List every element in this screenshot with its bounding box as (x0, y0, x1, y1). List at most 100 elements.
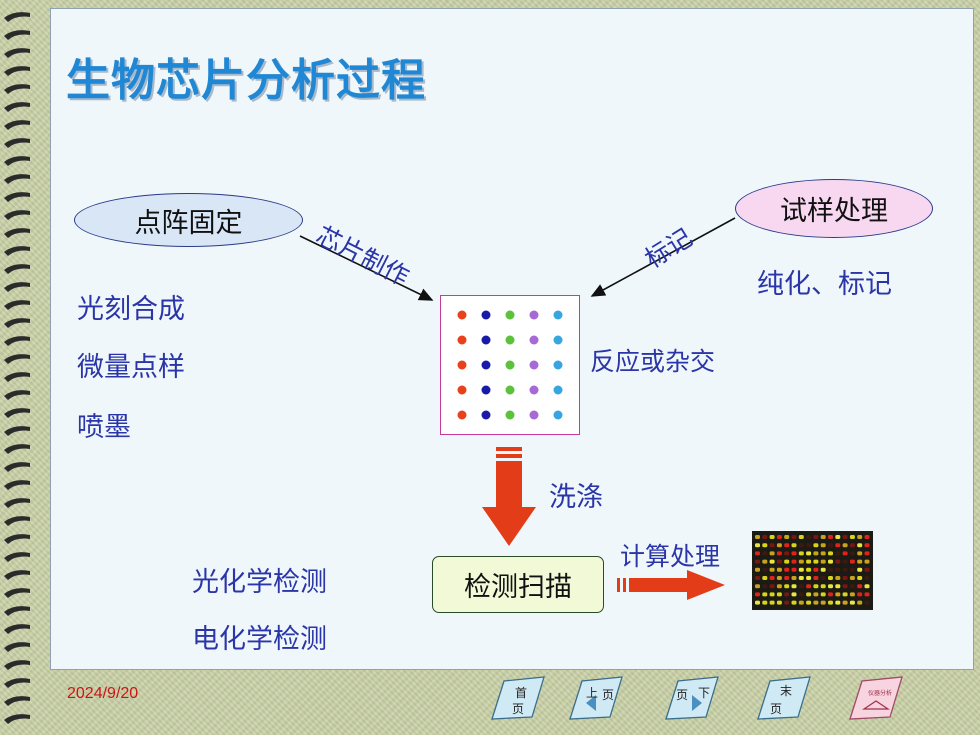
nav-prev-bottom: 页 (602, 688, 614, 702)
scan-spot (769, 576, 775, 580)
scan-spot (828, 584, 833, 589)
scan-spot (798, 576, 804, 580)
scan-spot (813, 543, 819, 548)
scan-spot (820, 559, 826, 564)
scan-spot (849, 584, 855, 589)
scan-spot (776, 584, 782, 589)
spiral-ring (4, 408, 30, 418)
scan-spot (813, 592, 819, 597)
scan-spot (842, 559, 848, 564)
scan-spot (857, 592, 863, 597)
spot-fixing-oval: 点阵固定 (74, 193, 303, 247)
spiral-ring (4, 606, 30, 616)
down-arrow (482, 447, 536, 546)
scan-spot (791, 584, 797, 589)
scan-spot (755, 576, 760, 580)
computing-label: 计算处理 (620, 542, 721, 571)
scan-spot (820, 600, 826, 605)
scan-spot (806, 600, 812, 605)
nav-next-bottom: 下 (698, 686, 710, 700)
spiral-ring (4, 570, 30, 580)
scan-spot (769, 600, 775, 605)
spiral-ring (4, 156, 30, 166)
spiral-ring (4, 84, 30, 94)
scan-spot (776, 592, 782, 597)
scan-spot (776, 576, 782, 580)
scan-spot (864, 600, 870, 605)
flask-icon (862, 700, 890, 710)
scan-spot (864, 576, 870, 580)
spiral-ring (4, 174, 30, 184)
array-spot (529, 410, 539, 420)
spiral-ring (4, 552, 30, 562)
scan-spot (864, 567, 870, 572)
array-spot (553, 410, 563, 420)
scan-spot (762, 600, 768, 605)
scan-spot (769, 543, 775, 548)
array-spot (481, 335, 491, 345)
scan-spot (806, 567, 812, 572)
scan-spot (820, 576, 826, 580)
spiral-ring (4, 48, 30, 58)
scan-spot (769, 559, 775, 564)
array-spot (553, 335, 563, 345)
array-spot (553, 385, 563, 395)
scan-spot (791, 551, 797, 556)
array-spot (457, 335, 467, 345)
scan-spot (798, 535, 804, 539)
scan-spot (798, 584, 804, 589)
scan-spot (849, 543, 855, 548)
scan-spot (828, 551, 833, 556)
scan-spot (798, 592, 804, 597)
nav-next-page-button[interactable]: 页 下 (662, 675, 722, 723)
array-spot (481, 410, 491, 420)
scan-spot (864, 592, 870, 597)
spot-fixing-label: 点阵固定 (134, 207, 243, 239)
scan-spot (784, 535, 790, 539)
scan-spot (842, 551, 848, 556)
scan-spot (806, 551, 812, 556)
nav-first-top: 首 (515, 686, 527, 700)
scan-spot (828, 535, 833, 539)
scan-spot (849, 567, 855, 572)
spiral-ring (4, 192, 30, 202)
scan-spot (849, 559, 855, 564)
nav-prev-page-button[interactable]: 上 页 (566, 675, 626, 723)
scan-spot (820, 543, 826, 548)
scan-spot (849, 592, 855, 597)
scan-spot (857, 567, 863, 572)
scan-spot (813, 567, 819, 572)
nav-last-page-button[interactable]: 末 页 (754, 675, 814, 723)
scan-spot (769, 567, 775, 572)
scan-spot (762, 584, 768, 589)
scan-spot (835, 592, 841, 597)
microarray-dots (457, 310, 563, 420)
scan-spot (828, 600, 833, 605)
spiral-ring (4, 300, 30, 310)
scan-spot (755, 600, 760, 605)
scan-spot (864, 584, 870, 589)
scan-spot (820, 551, 826, 556)
spiral-ring (4, 246, 30, 256)
scan-spot (813, 559, 819, 564)
array-spot (457, 385, 467, 395)
scan-spot (784, 600, 790, 605)
scan-spot (835, 543, 841, 548)
nav-prev-top: 上 (586, 686, 598, 700)
spiral-ring (4, 390, 30, 400)
scan-spot (849, 535, 855, 539)
nav-course-logo-button[interactable]: 仪器分析 (846, 675, 906, 723)
scan-spot (857, 543, 863, 548)
detection-scan-box: 检测扫描 (432, 556, 604, 613)
method-micro-spotting: 微量点样 (77, 352, 185, 383)
scan-spot (776, 559, 782, 564)
scan-spot (762, 592, 768, 597)
microarray-grid (440, 295, 580, 435)
nav-first-page-button[interactable]: 首 页 (488, 675, 548, 723)
array-spot (505, 385, 515, 395)
array-spot (505, 410, 515, 420)
arrow-chip-making (299, 235, 434, 301)
scan-spot (806, 584, 812, 589)
scan-spot (835, 551, 841, 556)
